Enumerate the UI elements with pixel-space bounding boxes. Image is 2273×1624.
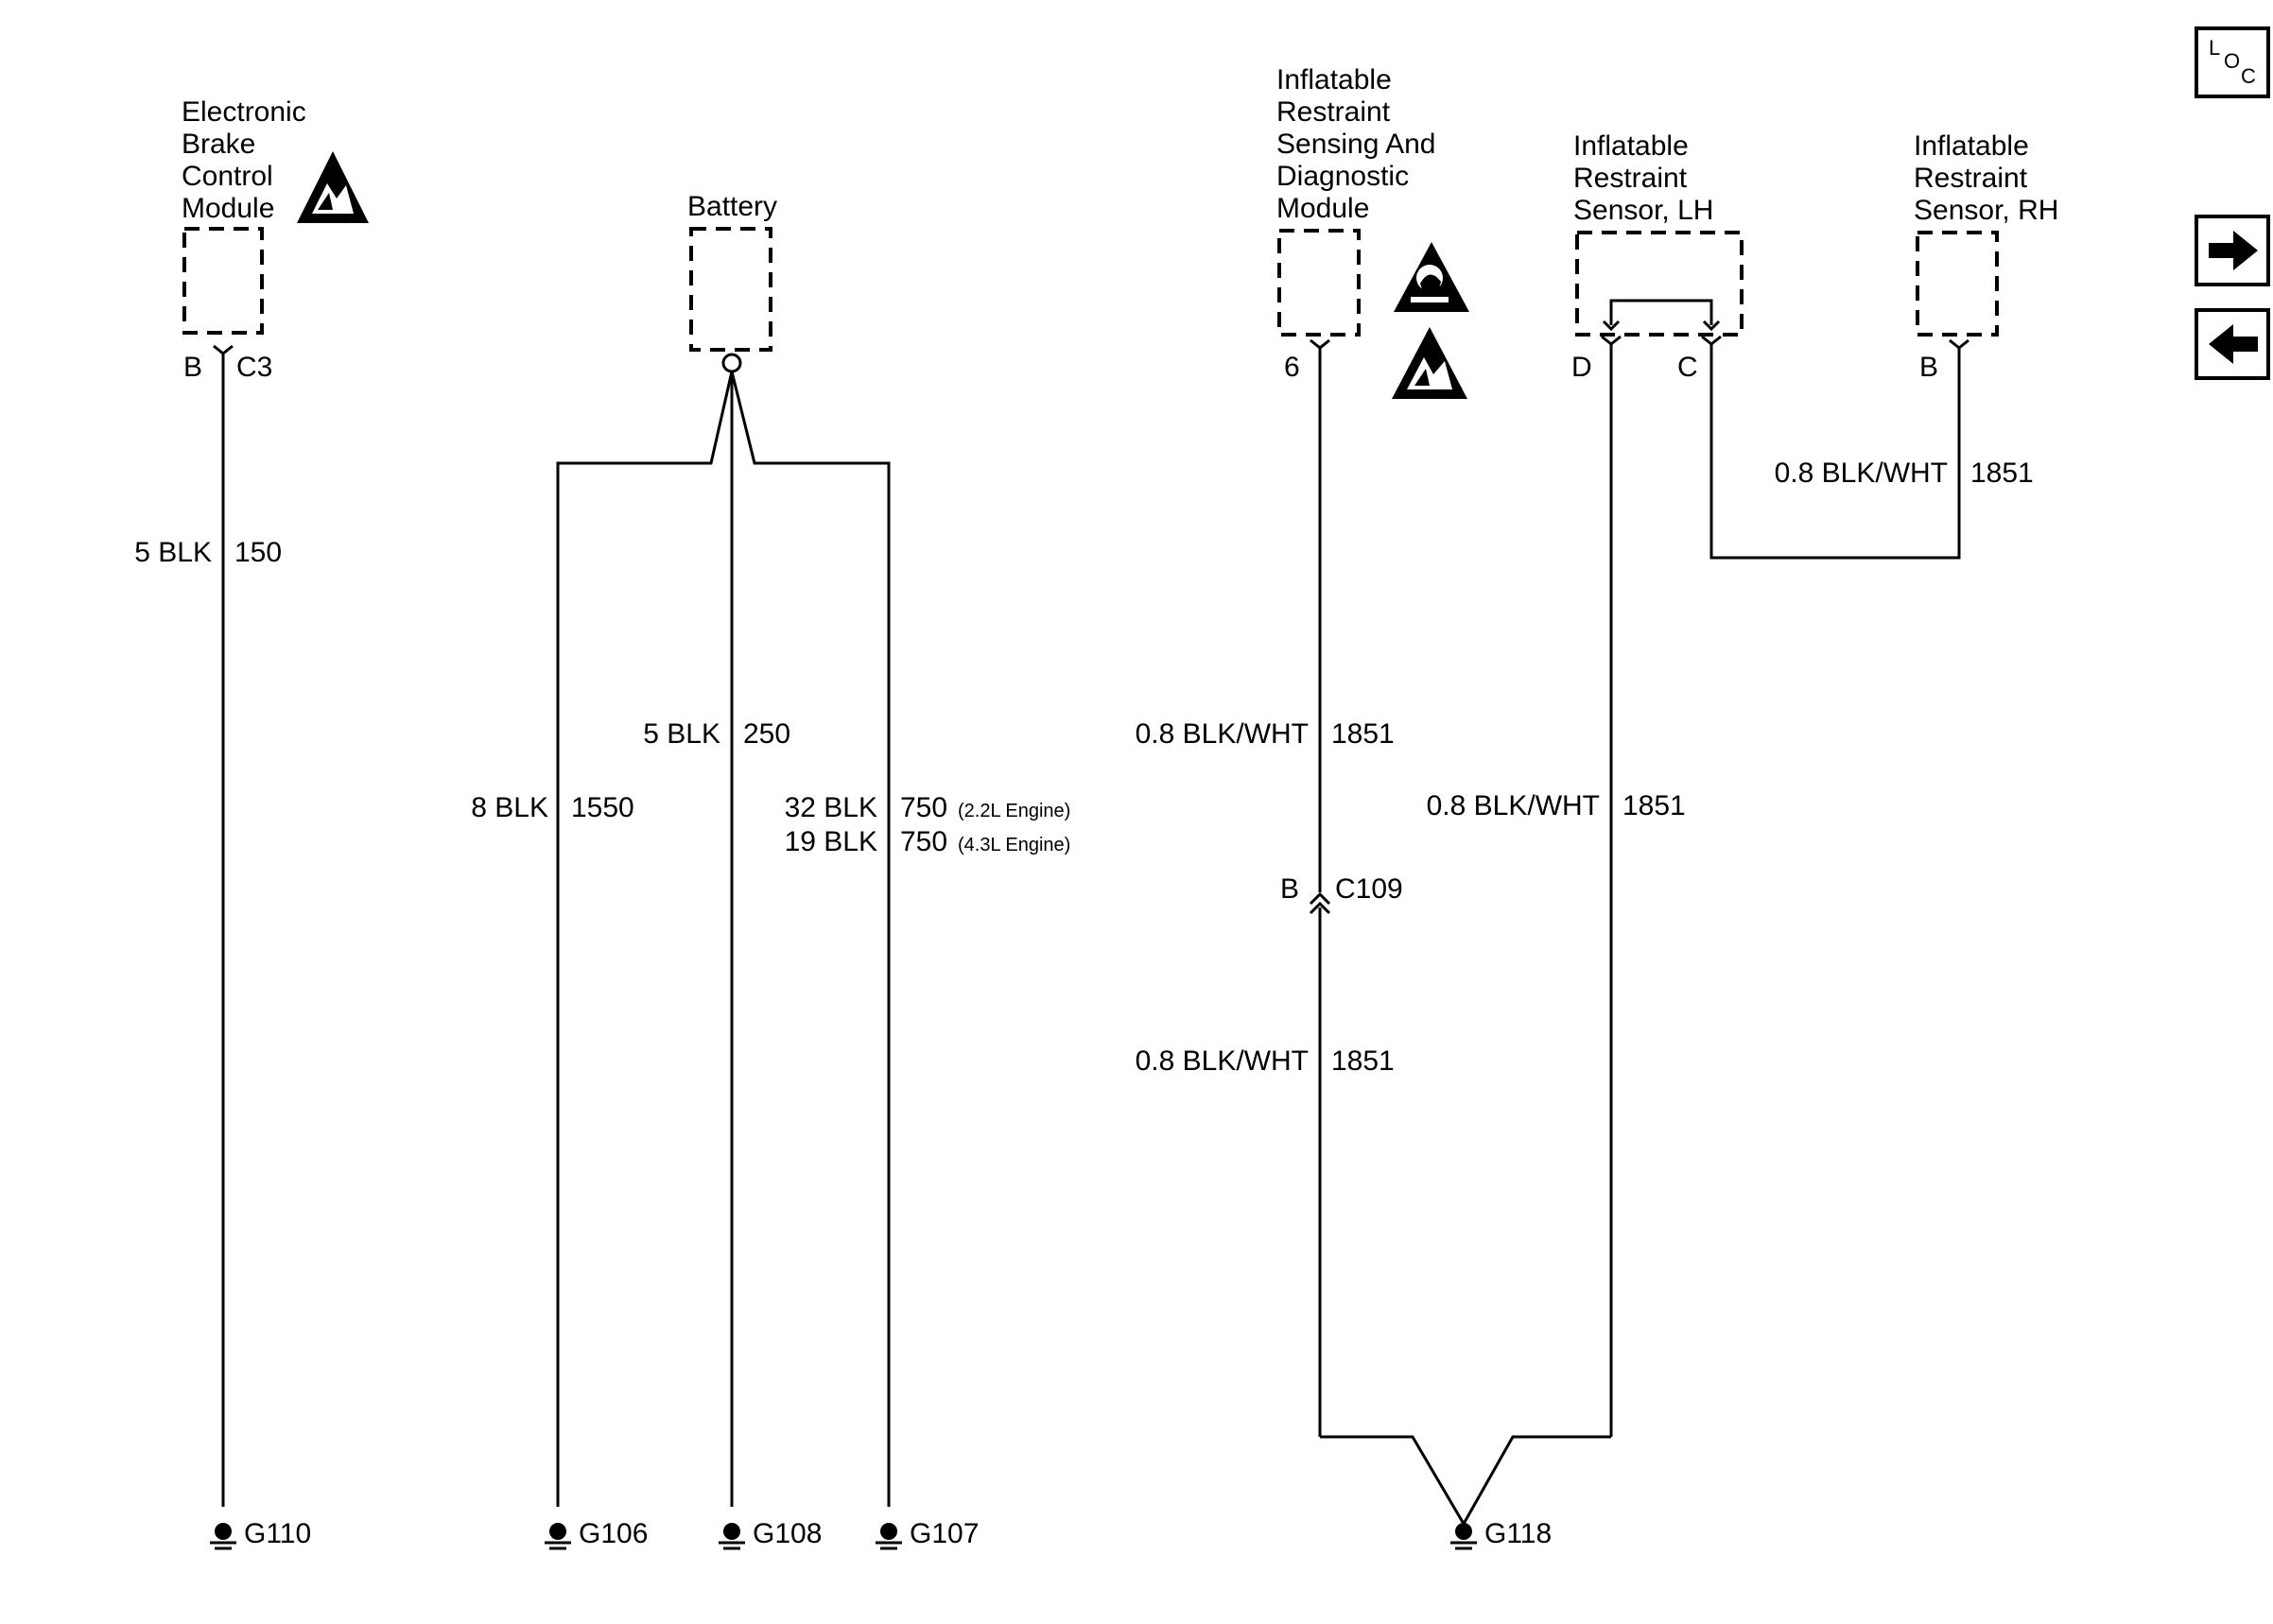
wire-1851-lh-circuit: 1851 [1622, 790, 1686, 821]
component-locator-button[interactable]: L O C [2195, 26, 2270, 98]
wire-750-note-a: (2.2L Engine) [958, 801, 1070, 821]
sensor-lh-label-line-1: Inflatable [1573, 130, 1689, 162]
wire-1851-rh-to-lh: 0.8 BLK/WHT 1851 [1709, 344, 2034, 560]
wire-1851-rh-gauge: 0.8 BLK/WHT [1775, 458, 1948, 489]
sdm-female-terminal [1310, 338, 1330, 350]
battery-ground-wires: 8 BLK 1550 5 BLK 250 32 BLK 750 (2.2L En… [471, 371, 1070, 1507]
wire-150-gauge: 5 BLK [134, 537, 212, 568]
wire-1851-sdm-lower-circuit: 1851 [1331, 1045, 1395, 1077]
locator-letter-l: L [2209, 36, 2220, 60]
ground-g108-label: G108 [753, 1518, 822, 1549]
wire-750-gauge-b: 19 BLK [785, 826, 877, 857]
ground-symbol-icon [1450, 1523, 1477, 1550]
ebcm-label-line-3: Control [182, 161, 273, 192]
sensor-lh-component: Inflatable Restraint Sensor, LH D C [1571, 130, 1744, 383]
ebcm-female-terminal [213, 344, 234, 355]
ground-symbol-icon [210, 1523, 236, 1550]
wire-250-circuit: 250 [743, 718, 790, 750]
sdm-label-line-4: Diagnostic [1276, 161, 1409, 192]
airbag-warning-icon [1394, 242, 1469, 312]
arrow-right-icon [2209, 231, 2258, 270]
sensor-rh-terminal-b [1949, 338, 1969, 350]
ground-g106-label: G106 [579, 1518, 648, 1549]
sensor-lh-label-line-3: Sensor, LH [1573, 195, 1713, 226]
wire-1851-sdm-upper-circuit: 1851 [1331, 718, 1395, 750]
sensor-rh-label-line-1: Inflatable [1914, 130, 2029, 162]
sensor-lh-pin-c: C [1677, 352, 1698, 383]
ground-g110: G110 [210, 1518, 311, 1550]
ground-g108: G108 [719, 1518, 822, 1550]
wire-1851-sdm: 0.8 BLK/WHT 1851 B C109 0.8 BLK/WHT 1851 [1136, 348, 1403, 1437]
wire-750-circuit-a: 750 [900, 792, 947, 823]
sdm-label-line-3: Sensing And [1276, 129, 1435, 160]
g118-splice [1320, 1435, 1611, 1525]
sensor-lh-label-line-2: Restraint [1573, 163, 1688, 194]
battery-label: Battery [687, 191, 777, 222]
ground-symbol-icon [876, 1523, 902, 1550]
sensor-rh-box [1916, 231, 1999, 337]
sensor-rh-label-line-2: Restraint [1914, 163, 2028, 194]
battery-terminal [721, 353, 742, 373]
wire-1851-rh-circuit: 1851 [1970, 458, 2034, 489]
wire-250-gauge: 5 BLK [643, 718, 720, 750]
sensor-lh-box [1575, 231, 1744, 337]
sensor-lh-terminal-d [1601, 335, 1622, 346]
locator-letter-o: O [2224, 49, 2240, 73]
wire-750-circuit-b: 750 [900, 826, 947, 857]
wire-750-gauge-a: 32 BLK [785, 792, 877, 823]
sdm-label-line-2: Restraint [1276, 96, 1391, 128]
wire-1851-sdm-lower-gauge: 0.8 BLK/WHT [1136, 1045, 1309, 1077]
ebcm-label-line-4: Module [182, 193, 274, 224]
arrow-left-icon [2209, 324, 2258, 364]
wire-150: 5 BLK 150 [134, 354, 282, 1507]
sensor-lh-pin-d: D [1571, 352, 1592, 383]
ebcm-component: Electronic Brake Control Module B C3 [182, 96, 369, 383]
sdm-component: Inflatable Restraint Sensing And Diagnos… [1276, 64, 1469, 399]
ebcm-label-line-2: Brake [182, 129, 255, 160]
wire-750-note-b: (4.3L Engine) [958, 835, 1070, 855]
c109-connector-label: C109 [1335, 873, 1403, 905]
wire-1851-sdm-upper-gauge: 0.8 BLK/WHT [1136, 718, 1309, 750]
ground-g118-label: G118 [1484, 1518, 1552, 1549]
ground-symbol-icon [719, 1523, 745, 1550]
ebcm-pin-label: B [183, 352, 202, 383]
c109-inline-connector: B C109 [1280, 873, 1403, 915]
sdm-pin-label: 6 [1284, 352, 1300, 383]
ground-g118: G118 [1450, 1518, 1552, 1550]
ebcm-connector-label: C3 [236, 352, 272, 383]
next-page-button[interactable] [2195, 215, 2270, 286]
sensor-rh-component: Inflatable Restraint Sensor, RH B [1914, 130, 2058, 383]
battery-box [689, 227, 772, 352]
wire-1550-gauge: 8 BLK [471, 792, 548, 823]
wire-1550-circuit: 1550 [571, 792, 634, 823]
battery-component: Battery [687, 191, 777, 373]
ground-g106: G106 [545, 1518, 648, 1550]
sdm-label-line-5: Module [1276, 193, 1369, 224]
sdm-box [1277, 229, 1361, 337]
esd-warning-icon [297, 151, 369, 223]
esd-warning-icon [1392, 327, 1467, 399]
sensor-lh-internal-jumper [1609, 299, 1713, 325]
sdm-label-line-1: Inflatable [1276, 64, 1392, 95]
c109-pin-label: B [1280, 873, 1299, 905]
sensor-lh-terminal-c [1701, 335, 1722, 346]
ground-g110-label: G110 [244, 1518, 311, 1549]
sensor-rh-label-line-3: Sensor, RH [1914, 195, 2058, 226]
ebcm-box [182, 227, 264, 335]
locator-letter-c: C [2241, 64, 2256, 88]
wire-1851-lh-gauge: 0.8 BLK/WHT [1427, 790, 1600, 821]
ebcm-label-line-1: Electronic [182, 96, 306, 128]
ground-g107-label: G107 [910, 1518, 979, 1549]
ground-symbol-icon [545, 1523, 571, 1550]
sensor-rh-pin-b: B [1919, 352, 1938, 383]
ground-g107: G107 [876, 1518, 979, 1550]
wire-150-circuit: 150 [234, 537, 282, 568]
previous-page-button[interactable] [2195, 308, 2270, 380]
wire-1851-lh: 0.8 BLK/WHT 1851 [1427, 344, 1686, 1437]
